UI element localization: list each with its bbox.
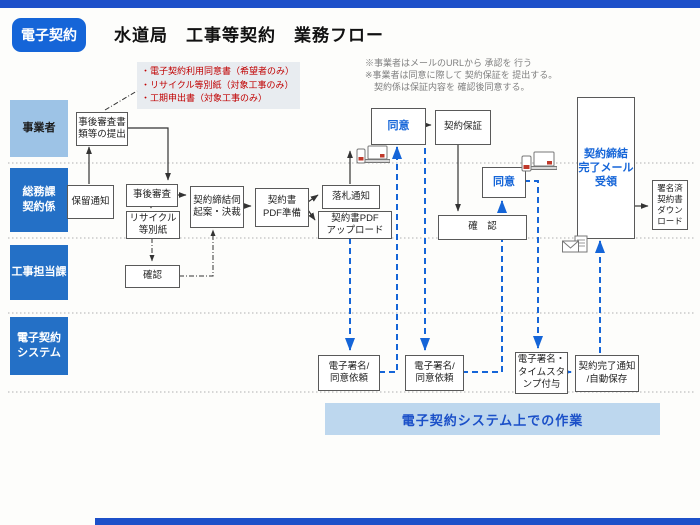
top-accent-bar	[0, 0, 700, 8]
mail-document-icon	[562, 235, 588, 253]
lane-denshi-keiyaku-system: 電子契約 システム	[10, 317, 68, 375]
lane-jigyosha: 事業者	[10, 100, 68, 157]
box-completion-mail-receive: 契約締結 完了メール 受領	[577, 97, 635, 239]
box-contract-guarantee: 契約保証	[435, 110, 491, 145]
box-recycle-attachment: リサイクル 等別紙	[126, 211, 180, 239]
box-contract-pdf-prepare: 契約書 PDF準備	[255, 188, 309, 227]
dashdot-connectors	[104, 90, 216, 277]
box-signed-contract-download: 署名済 契約書 ダウン ロード	[652, 180, 688, 230]
doc-type-badge: 電子契約	[12, 18, 86, 52]
page-title: 水道局 工事等契約 業務フロー	[114, 26, 384, 45]
system-work-banner: 電子契約システム上での作業	[325, 403, 660, 435]
laptop-phone-icon	[356, 145, 390, 164]
box-confirm-construction-dept: 確認	[125, 265, 180, 288]
box-esign-request-1: 電子署名/ 同意依頼	[318, 355, 380, 391]
box-completion-notice-autosave: 契約完了通知 /自動保存	[575, 355, 639, 392]
box-award-notice: 落札通知	[322, 185, 380, 209]
box-post-review: 事後審査	[126, 184, 178, 207]
attachment-note: ・電子契約利用同意書（希望者のみ） ・リサイクル等別紙（対象工事のみ） ・工期申…	[137, 62, 300, 109]
box-esign-request-2: 電子署名/ 同意依頼	[405, 355, 464, 391]
lane-somuka-keiyakugakari: 総務課 契約係	[10, 168, 68, 232]
laptop-phone-icon	[521, 151, 557, 172]
box-esign-timestamp: 電子署名・ タイムスタ ンプ付与	[515, 352, 568, 394]
box-hold-notice: 保留通知	[67, 185, 114, 219]
solid-arrows	[86, 122, 649, 221]
box-consent-clerk: 同意	[482, 167, 526, 198]
box-post-review-docs-submit: 事後審査書 類等の提出	[76, 112, 128, 146]
box-contract-pdf-upload: 契約書PDF アップロード	[318, 211, 392, 239]
box-confirm-clerk: 確 認	[438, 215, 527, 240]
box-consent-contractor: 同意	[371, 108, 426, 145]
bottom-accent-bar	[95, 518, 700, 525]
procedure-note: ※事業者はメールのURLから 承認を 行う ※事業者は同意に際して 契約保証を …	[365, 58, 558, 93]
lane-koji-tantoka: 工事担当課	[10, 245, 68, 300]
box-contract-draft-approval: 契約締結伺 起案・決裁	[190, 186, 244, 228]
system-arrows	[345, 128, 605, 373]
